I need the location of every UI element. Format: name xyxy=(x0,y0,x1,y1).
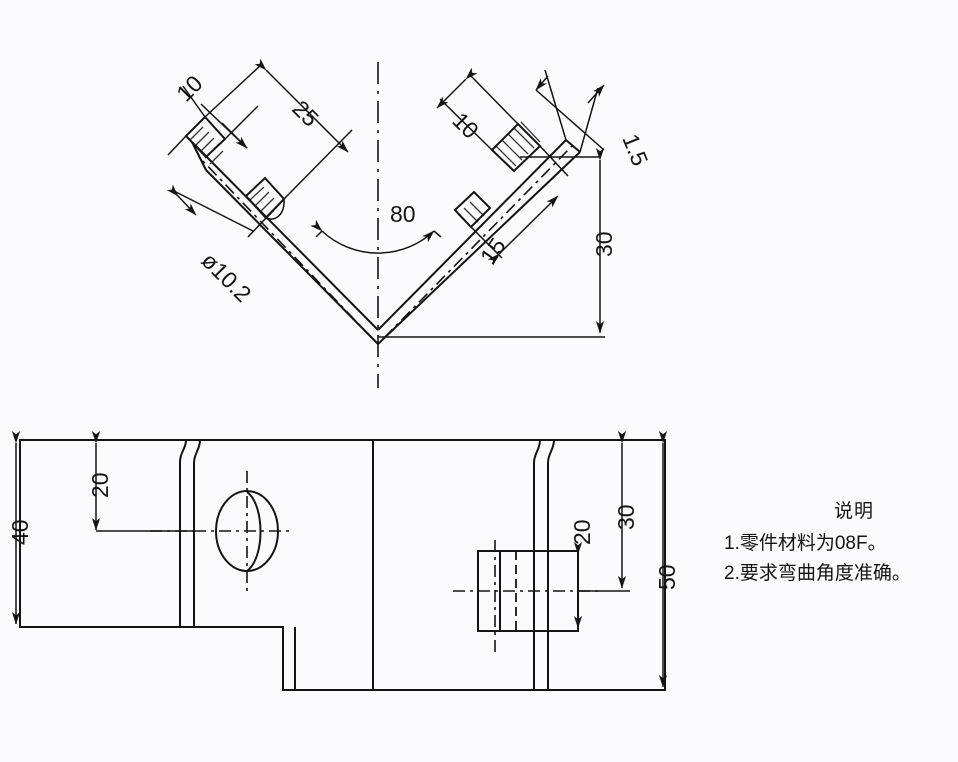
bend-lines-right xyxy=(533,439,555,690)
top-view-group: 80 10 25 ø10.2 xyxy=(166,58,653,388)
ext-l1 xyxy=(182,85,206,118)
hole-diameter-label: ø10.2 xyxy=(196,247,256,307)
ext-d-a xyxy=(167,135,187,156)
right-height-dim xyxy=(378,148,605,338)
left-arm-mid-hatch xyxy=(249,186,279,219)
right-arm-mid-hatch xyxy=(457,201,485,229)
dim-20-right-label: 20 xyxy=(569,519,595,545)
dim-20-left xyxy=(91,431,194,532)
right-arm-centerline xyxy=(383,145,573,339)
notes-heading: 说明 xyxy=(833,501,874,522)
ext-d-b xyxy=(247,217,267,238)
angle-label: 80 xyxy=(390,201,416,227)
left-length-label: 25 xyxy=(287,95,323,131)
left-arm-hole-dim xyxy=(166,135,267,238)
notes-item-1: 1.零件材料为08F。 xyxy=(724,533,887,554)
right-arm-tip-hatch xyxy=(495,121,541,167)
right-arm-length-dim xyxy=(470,145,569,266)
left-arm-tip-block xyxy=(184,115,227,159)
right-height-label: 30 xyxy=(591,231,617,257)
angle-dimension-80 xyxy=(310,219,442,254)
left-width-label: 10 xyxy=(171,70,207,106)
thickness-label: 1.5 xyxy=(617,130,653,169)
bend-lines-left xyxy=(179,439,201,627)
dim-40-label: 40 xyxy=(7,519,33,545)
ext-r10-a xyxy=(469,74,519,125)
sheet-thickness-dim xyxy=(535,69,605,153)
ext-25-a xyxy=(204,63,263,118)
flat-pattern-outline xyxy=(19,439,666,691)
right-arm-outline xyxy=(377,121,581,345)
left-arm-centerline xyxy=(199,157,373,339)
dim-30-right xyxy=(578,431,630,592)
dim-20-left-label: 20 xyxy=(87,472,113,498)
dim-30-right-label: 30 xyxy=(613,504,639,530)
left-arm-length-dim xyxy=(204,58,353,200)
ext-r15-b xyxy=(539,145,569,177)
hole-inner-arc xyxy=(246,491,262,572)
ext-15a xyxy=(544,69,567,141)
right-arm-width-dim xyxy=(436,67,519,151)
dim-50-label: 50 xyxy=(654,564,680,590)
ext-25-b xyxy=(283,129,353,200)
right-length-label: 15 xyxy=(475,233,511,269)
left-arm-width-dim xyxy=(182,85,259,149)
notes-block: 说明 1.零件材料为08F。 2.要求弯曲角度准确。 xyxy=(714,496,954,588)
notes-item-2: 2.要求弯曲角度准确。 xyxy=(724,563,911,584)
left-arm-outline xyxy=(184,115,379,345)
bottom-view-group: 40 20 20 30 50 xyxy=(7,431,680,691)
